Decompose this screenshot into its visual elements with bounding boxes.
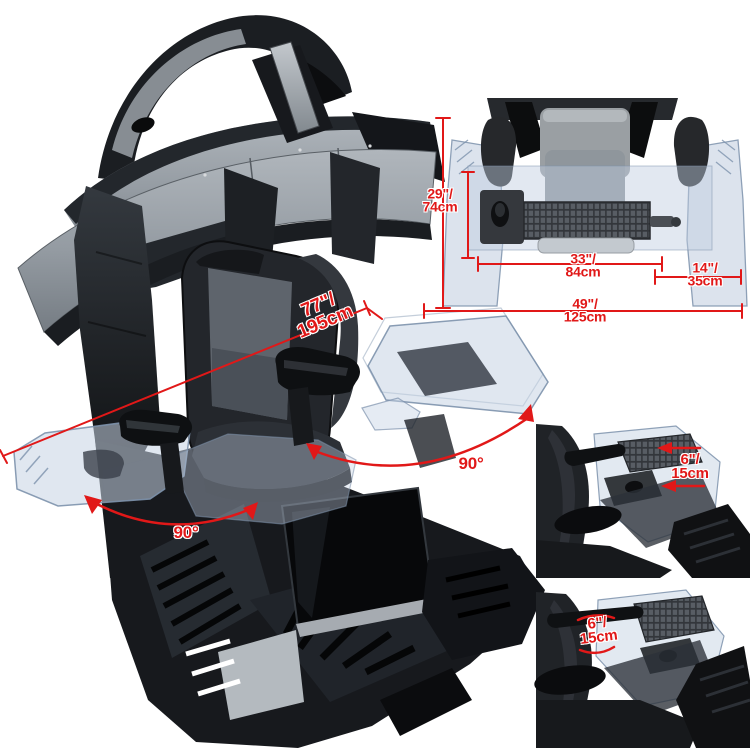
- rotation-arrow-left-icon: [93, 501, 250, 526]
- tilt-travel-label: 6"/ 15cm: [579, 613, 619, 649]
- rotation-right-label: 90°: [458, 453, 484, 473]
- top-view-wing-width-label: 14"/ 35cm: [687, 259, 723, 289]
- keyboard: [617, 433, 703, 473]
- top-view-tray-width-label: 33"/ 84cm: [565, 250, 601, 280]
- keyboard-slide-inset: [536, 424, 750, 578]
- keyboard: [523, 201, 651, 240]
- slide-travel-label: 6"/ 15cm: [671, 450, 709, 482]
- tilt-arrow-icon: [576, 614, 616, 622]
- tilt-arrow-icon: [578, 645, 616, 655]
- rotation-left-label: 90°: [173, 522, 199, 542]
- top-view-dimension-lines: [423, 117, 743, 319]
- main-cockpit-illustration: [0, 15, 549, 748]
- top-view-depth-label: 29"/ 74cm: [422, 185, 458, 215]
- armrests: [119, 346, 360, 494]
- top-view-total-width-label: 49"/ 125cm: [563, 295, 607, 325]
- keyboard: [633, 595, 715, 643]
- main-dimension-annotations: [0, 300, 534, 526]
- rotation-arrow-right-icon: [313, 416, 530, 467]
- tilt-arrows: [576, 614, 616, 655]
- keyboard-tilt-inset: [534, 589, 750, 748]
- length-dimension-line: [2, 307, 368, 457]
- top-view-inset: [423, 98, 748, 319]
- slide-arrows: [657, 442, 706, 492]
